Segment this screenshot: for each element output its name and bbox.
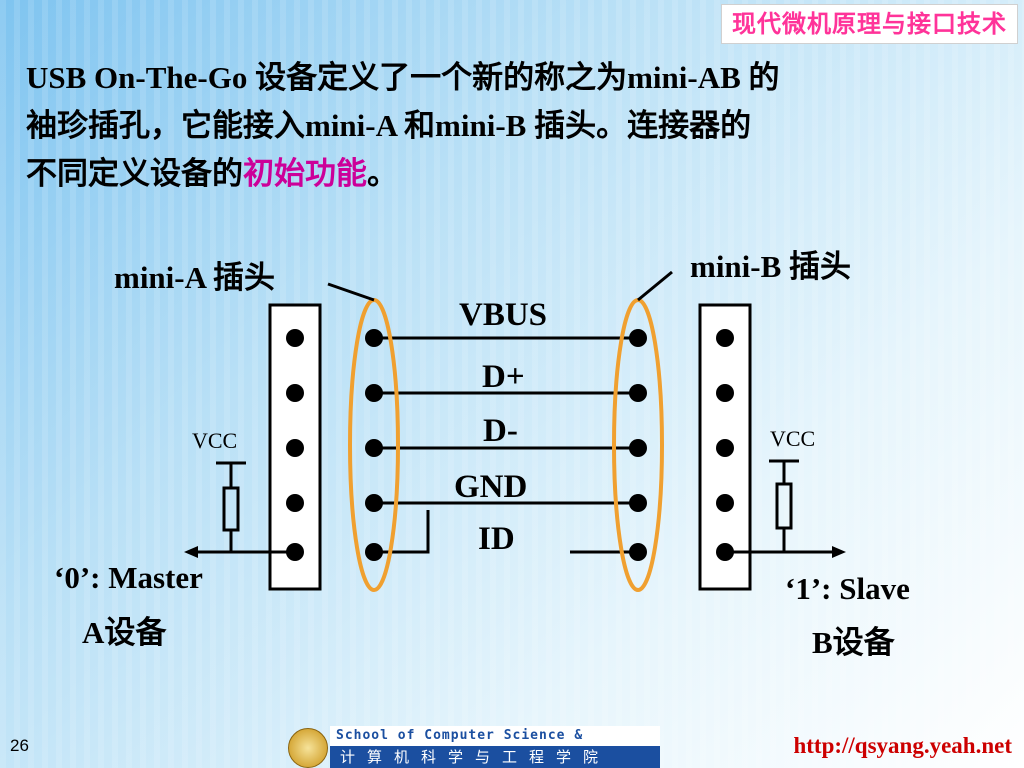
intro-line-1: USB On-The-Go 设备定义了一个新的称之为mini-AB 的 xyxy=(26,60,780,95)
intro-line-3: 不同定义设备的初始功能。 xyxy=(26,150,1006,198)
receptacle-pin xyxy=(286,329,304,347)
master-device-label: A设备 xyxy=(82,615,167,650)
signal-vbus: VBUS xyxy=(459,297,548,333)
initial-function-highlight: 初始功能 xyxy=(243,156,367,191)
mini-a-pin xyxy=(365,384,383,402)
signal-dminus: D- xyxy=(483,413,518,449)
plug-pins xyxy=(365,329,647,561)
mini-b-pointer xyxy=(637,270,673,302)
signal-gnd: GND xyxy=(454,469,528,505)
signal-dplus: D+ xyxy=(482,359,525,395)
mini-b-pin xyxy=(629,494,647,512)
arrow-right-icon xyxy=(832,546,846,558)
signal-id: ID xyxy=(478,521,515,557)
receptacle-pin xyxy=(716,439,734,457)
mini-a-pin xyxy=(365,329,383,347)
page-number: 26 xyxy=(10,736,29,755)
school-logo-icon xyxy=(288,728,328,768)
receptacle-pin xyxy=(716,494,734,512)
resistor-right xyxy=(775,482,793,530)
right-id-circuit xyxy=(725,459,838,554)
school-name-chinese: 计算机科学与工程学院 xyxy=(330,746,660,768)
slave-device-label: B设备 xyxy=(812,625,895,660)
course-title: 现代微机原理与接口技术 xyxy=(721,4,1018,44)
mini-a-pin xyxy=(365,494,383,512)
mini-b-pin xyxy=(629,384,647,402)
master-label: ‘0’: Master xyxy=(54,560,203,595)
wire-id-left xyxy=(374,510,430,554)
mini-b-plug-label: mini-B 插头 xyxy=(690,249,852,284)
school-name-english: School of Computer Science & Engineering xyxy=(330,726,660,763)
mini-ab-receptacle-right xyxy=(698,303,752,591)
mini-a-pin xyxy=(365,543,383,561)
receptacle-pin xyxy=(716,384,734,402)
mini-a-pointer xyxy=(327,282,375,302)
intro-line-3-suffix: 。 xyxy=(367,156,398,191)
receptacle-pin xyxy=(286,384,304,402)
slave-label: ‘1’: Slave xyxy=(785,571,910,606)
arrow-left-icon xyxy=(184,546,198,558)
mini-a-pin xyxy=(365,439,383,457)
receptacle-pin xyxy=(286,439,304,457)
vcc-label-left: VCC xyxy=(192,428,238,453)
cable-wires xyxy=(374,336,638,554)
intro-line-2: 袖珍插孔，它能接入mini-A 和mini-B 插头。连接器的 xyxy=(26,108,752,143)
receptacle-pin xyxy=(286,494,304,512)
vcc-label-right: VCC xyxy=(770,426,816,451)
website-link[interactable]: http://qsyang.yeah.net xyxy=(793,733,1012,758)
mini-b-pin xyxy=(629,439,647,457)
left-id-circuit xyxy=(192,461,295,554)
mini-a-plug-label: mini-A 插头 xyxy=(114,260,276,295)
receptacle-pin xyxy=(716,329,734,347)
mini-b-pin xyxy=(629,543,647,561)
intro-line-3-prefix: 不同定义设备的 xyxy=(26,156,243,191)
resistor-left xyxy=(222,486,240,532)
mini-b-pin xyxy=(629,329,647,347)
intro-paragraph: USB On-The-Go 设备定义了一个新的称之为mini-AB 的 袖珍插孔… xyxy=(26,54,1006,198)
